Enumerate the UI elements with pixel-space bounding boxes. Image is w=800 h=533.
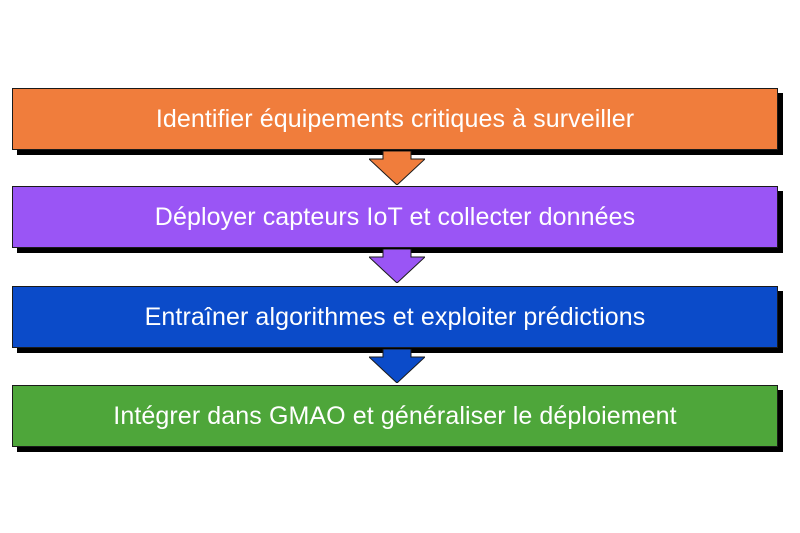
step-label: Entraîner algorithmes et exploiter prédi… bbox=[144, 302, 646, 331]
step-integrate-gmao: Intégrer dans GMAO et généraliser le dép… bbox=[12, 385, 778, 447]
down-arrow-icon bbox=[369, 249, 425, 283]
step-deploy-sensors: Déployer capteurs IoT et collecter donné… bbox=[12, 186, 778, 248]
arrow-shape bbox=[369, 349, 425, 383]
step-label: Déployer capteurs IoT et collecter donné… bbox=[154, 202, 636, 231]
down-arrow-icon bbox=[369, 349, 425, 383]
step-train-algorithms: Entraîner algorithmes et exploiter prédi… bbox=[12, 286, 778, 348]
step-label: Intégrer dans GMAO et généraliser le dép… bbox=[113, 401, 677, 430]
arrow-shape bbox=[369, 249, 425, 283]
step-label: Identifier équipements critiques à surve… bbox=[155, 104, 635, 133]
down-arrow-icon bbox=[369, 151, 425, 185]
step-identify-equipment: Identifier équipements critiques à surve… bbox=[12, 88, 778, 150]
arrow-shape bbox=[369, 151, 425, 185]
